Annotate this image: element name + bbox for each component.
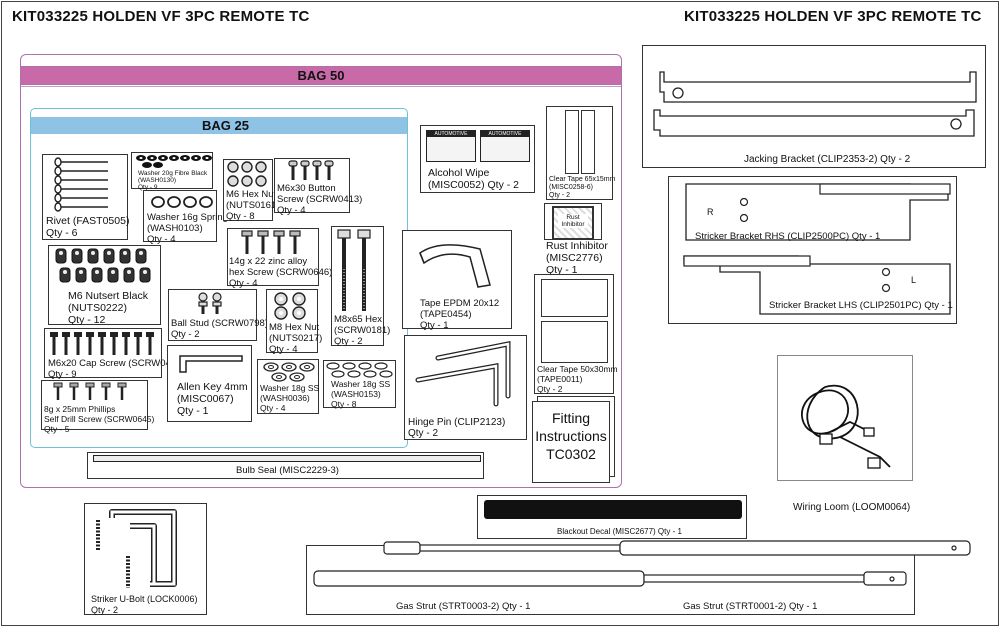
- allen-label: Allen Key 4mm(MISC0067)Qty - 1: [177, 381, 248, 417]
- alcohol-packet-2: AUTOMOTIVE: [480, 130, 530, 162]
- bag-50-label: BAG 50: [297, 68, 345, 83]
- alcohol-label: Alcohol Wipe(MISC0052) Qty - 2: [428, 167, 520, 191]
- jacking-label: Jacking Bracket (CLIP2353-2) Qty - 2: [744, 154, 911, 165]
- washer18a-image: [263, 362, 315, 382]
- cleartape65-strip-1: [565, 110, 579, 174]
- alcohol-packet-1: AUTOMOTIVE: [426, 130, 476, 162]
- ballstud-image: [198, 292, 222, 314]
- cleartape50-sheet-2: [541, 321, 608, 363]
- cleartape65-label: Clear Tape 65x15mm(MISC0258-6)Qty - 2: [549, 176, 616, 199]
- lhs-mark: L: [911, 275, 917, 285]
- bag-50-band: BAG 50: [21, 66, 621, 85]
- bag-50: [20, 54, 622, 488]
- m6hexnut-image: [227, 161, 267, 187]
- ballstud-label: Ball Stud (SCRW0798)Qty - 2: [171, 318, 268, 340]
- lhs-image: [683, 255, 951, 315]
- wiring-label: Wiring Loom (LOOM0064): [793, 502, 911, 513]
- strut1-label: Gas Strut (STRT0001-2) Qty - 1: [683, 601, 818, 612]
- m8hexnut-image: [274, 292, 306, 320]
- title-right: KIT033225 HOLDEN VF 3PC REMOTE TC: [684, 8, 982, 25]
- rust-packet: Rust Inhibitor: [552, 206, 594, 240]
- cleartape50-label: Clear Tape 50x30mm(TAPE0011)Qty - 2: [537, 364, 618, 394]
- title-left: KIT033225 HOLDEN VF 3PC REMOTE TC: [12, 8, 310, 25]
- jacking-image: [653, 71, 977, 137]
- strut3-label: Gas Strut (STRT0003-2) Qty - 1: [396, 601, 531, 612]
- cleartape65-strip-2: [581, 110, 595, 174]
- selfdrill-image: [53, 382, 127, 400]
- bag-25-band: BAG 25: [31, 117, 407, 134]
- bulbseal-label: Bulb Seal (MISC2229-3): [236, 465, 339, 476]
- rivet-label: Rivet (FAST0505)Qty - 6: [46, 215, 130, 239]
- washer18a-label: Washer 18g SS(WASH0036)Qty - 4: [260, 383, 320, 413]
- m8x65-image: [337, 229, 371, 311]
- jacking-box: [642, 45, 986, 168]
- gasstrut-bottom-image: [313, 570, 907, 587]
- m6hexnut-label: M6 Hex Nut(NUTS0161)Qty - 8: [226, 189, 280, 222]
- gasstrut-top-image: [383, 540, 971, 556]
- allen-image: [179, 355, 243, 373]
- wiring-box: [777, 355, 913, 481]
- rust-label: Rust Inhibitor(MISC2776)Qty - 1: [546, 240, 608, 276]
- rhs-label: Stricker Bracket RHS (CLIP2500PC) Qty - …: [695, 231, 881, 242]
- rhs-mark: R: [707, 207, 714, 217]
- m6x20-image: [50, 332, 154, 355]
- washer16-label: Washer 16g Spring(WASH0103)Qty - 4: [147, 212, 228, 245]
- washer18b-image: [326, 362, 393, 378]
- washer20-label: Washer 20g Fibre Black(WASH0130)Qty - 9: [138, 170, 208, 191]
- washer18b-label: Washer 18g SS(WASH0153)Qty - 8: [331, 379, 391, 409]
- rhs-image: [685, 183, 951, 241]
- blackout-image: [484, 500, 742, 519]
- cleartape50-box: [534, 274, 614, 394]
- wiring-image: [801, 384, 891, 469]
- bag-25-label: BAG 25: [202, 118, 249, 133]
- hingepin-label: Hinge Pin (CLIP2123)Qty - 2: [408, 417, 506, 439]
- m8x65-label: M8x65 Hex(SCRW0181)Qty - 2: [334, 314, 391, 347]
- cleartape50-sheet-1: [541, 279, 608, 317]
- ubolt-image: [96, 509, 177, 588]
- m8hexnut-label: M8 Hex Nut(NUTS0217)Qty - 4: [269, 322, 323, 355]
- bulbseal-image: [93, 455, 481, 462]
- cleartape65-box: [546, 106, 613, 200]
- ubolt-label: Striker U-Bolt (LOCK0006)Qty - 2: [91, 594, 198, 615]
- lhs-label: Stricker Bracket LHS (CLIP2501PC) Qty - …: [769, 300, 953, 311]
- tapeepdm-label: Tape EPDM 20x12(TAPE0454)Qty - 1: [420, 298, 500, 331]
- m6x20-label: M6x20 Cap Screw (SCRW0466)Qty - 9: [48, 358, 185, 380]
- bag-50-edge: [21, 86, 621, 87]
- m6x30-box: [274, 158, 350, 213]
- tapeepdm-image: [419, 244, 491, 288]
- washer20-image: [136, 155, 212, 168]
- zinc-box: [227, 228, 319, 286]
- blackout-label: Blackout Decal (MISC2677) Qty - 1: [557, 527, 682, 536]
- m6x30-image: [288, 160, 334, 180]
- m8x65-box: [331, 226, 384, 346]
- zinc-image: [241, 230, 301, 254]
- nutsert-image: [55, 248, 151, 283]
- hingepin-image: [415, 340, 511, 407]
- ubolt-box: [84, 503, 207, 615]
- rivet-image: [54, 157, 108, 212]
- washer16-image: [151, 196, 213, 208]
- nutsert-label: M6 Nutsert Black(NUTS0222)Qty - 12: [68, 290, 148, 326]
